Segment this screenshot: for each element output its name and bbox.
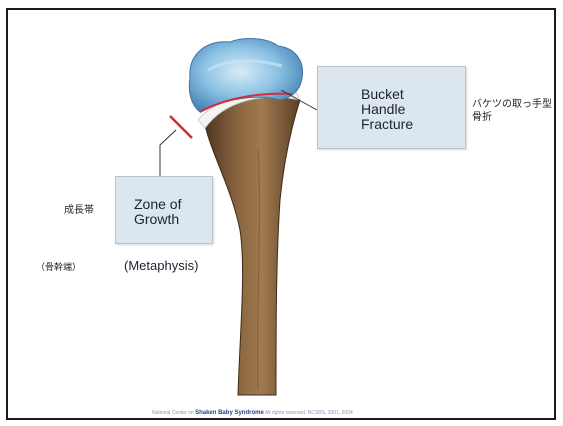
metaphysis-japanese-label: （骨幹端） xyxy=(36,262,81,275)
bucket-label-line3: Fracture xyxy=(361,117,413,132)
growth-zone-marker xyxy=(170,116,192,138)
zone-label-line1: Zone of xyxy=(134,197,181,212)
bucket-fracture-japanese-label: バケツの取っ手型 骨折 xyxy=(472,98,552,124)
footer-right: All rights reserved. NCSBS, 2001, 2004 xyxy=(265,410,353,416)
bucket-jp-line1: バケツの取っ手型 xyxy=(472,98,552,111)
zone-label-line2: Growth xyxy=(134,212,181,227)
footer-credit: National Center on Shaken Baby Syndrome … xyxy=(152,410,353,416)
footer-brand: Shaken Baby Syndrome xyxy=(195,410,264,416)
footer-left: National Center on xyxy=(152,410,194,416)
bone-shaft xyxy=(205,94,300,395)
zone-japanese-label: 成長帯 xyxy=(64,204,94,217)
metaphysis-label: (Metaphysis) xyxy=(124,258,198,273)
bucket-label-line1: Bucket xyxy=(361,87,413,102)
zone-of-growth-label: Zone of Growth xyxy=(115,176,213,244)
bucket-label-line2: Handle xyxy=(361,102,413,117)
bucket-handle-fracture-label: Bucket Handle Fracture xyxy=(317,66,466,149)
zone-leader-line xyxy=(160,130,176,176)
bucket-jp-line2: 骨折 xyxy=(472,111,552,124)
